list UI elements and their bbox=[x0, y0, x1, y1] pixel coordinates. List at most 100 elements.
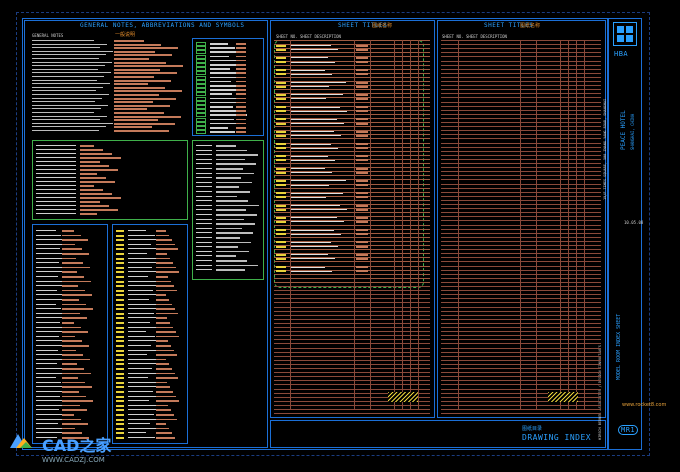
legend-text bbox=[216, 172, 254, 175]
grid-row bbox=[274, 101, 430, 103]
sheet-desc bbox=[290, 184, 329, 186]
grid-row bbox=[274, 60, 430, 62]
code-left-cn bbox=[62, 248, 82, 250]
grid-row bbox=[274, 48, 430, 50]
legend-symbol bbox=[196, 204, 212, 206]
grid-row-2 bbox=[441, 396, 601, 398]
legend-text bbox=[216, 232, 253, 234]
grid-row bbox=[274, 376, 430, 378]
legend-text bbox=[216, 177, 241, 179]
sheet-no-tag bbox=[276, 184, 286, 186]
legend-symbol bbox=[196, 158, 212, 160]
code-right-cn bbox=[156, 299, 169, 301]
symbol-cn bbox=[236, 80, 246, 83]
code-right-tag bbox=[116, 230, 124, 232]
drawing-index-cn: 图纸目录 bbox=[522, 426, 543, 432]
sheet-no-tag bbox=[276, 233, 286, 236]
code-right-cn bbox=[156, 432, 172, 434]
grid-row-2 bbox=[441, 195, 601, 197]
symbol-label bbox=[210, 122, 241, 125]
legend-symbol bbox=[196, 191, 212, 192]
symbol-label bbox=[210, 93, 232, 95]
code-right bbox=[128, 276, 148, 277]
code-right-cn bbox=[156, 294, 166, 296]
symbols-legend-panel bbox=[192, 140, 264, 280]
sheet-desc bbox=[290, 69, 325, 71]
grid-row bbox=[274, 236, 430, 238]
sheet-no-tag bbox=[276, 167, 286, 170]
code-left bbox=[36, 234, 61, 236]
code-right bbox=[128, 358, 156, 360]
code-right bbox=[128, 395, 162, 397]
grid-row bbox=[274, 216, 430, 218]
legend-text bbox=[216, 241, 251, 244]
code-left-cn bbox=[62, 381, 85, 384]
grid-row bbox=[274, 97, 430, 99]
sheet-no-tag bbox=[276, 241, 286, 244]
note-line bbox=[32, 43, 107, 45]
sheet-no-tag bbox=[276, 208, 286, 211]
sheet-no-tag bbox=[276, 81, 286, 84]
code-left-cn bbox=[62, 253, 89, 255]
sheet-cn bbox=[356, 229, 368, 232]
code-left-cn bbox=[62, 243, 75, 246]
legend-symbol bbox=[196, 241, 212, 243]
sheet-no-tag bbox=[276, 192, 286, 195]
stamp-2 bbox=[548, 392, 578, 402]
code-left bbox=[36, 280, 63, 282]
note-line bbox=[32, 115, 107, 117]
sheet-titles-panel-1 bbox=[270, 20, 435, 418]
grid-row-2 bbox=[441, 52, 601, 54]
grid-row bbox=[274, 249, 430, 251]
sheet-cn bbox=[356, 93, 368, 96]
code-right-tag bbox=[116, 377, 124, 380]
grid-row bbox=[274, 400, 430, 402]
grid-row bbox=[274, 290, 430, 292]
code-right-tag bbox=[116, 423, 124, 426]
code-left-cn bbox=[62, 303, 86, 306]
code-right-cn bbox=[156, 358, 166, 361]
abbr-cn bbox=[80, 177, 106, 179]
grid-row bbox=[274, 142, 430, 144]
code-left bbox=[36, 276, 58, 277]
general-notes-panel bbox=[24, 20, 268, 448]
legend-symbol bbox=[196, 168, 212, 169]
code-right bbox=[128, 230, 146, 231]
code-left bbox=[36, 253, 65, 254]
grid-row bbox=[274, 105, 430, 107]
grid-col-2 bbox=[520, 40, 521, 410]
code-right-cn bbox=[156, 308, 175, 310]
note-line bbox=[32, 97, 102, 99]
code-left-cn bbox=[62, 400, 93, 402]
code-left bbox=[36, 345, 69, 346]
symbol-swatch bbox=[196, 79, 206, 84]
code-right bbox=[128, 368, 152, 369]
code-right-tag bbox=[116, 414, 124, 416]
grid-row bbox=[274, 273, 430, 275]
abbr-line bbox=[36, 213, 76, 214]
grid-row bbox=[274, 331, 430, 333]
code-right bbox=[128, 303, 158, 305]
sheet-no-header-2: SHEET NO. bbox=[442, 34, 464, 39]
grid-row-2 bbox=[441, 310, 601, 312]
code-left-cn bbox=[62, 266, 90, 269]
grid-row bbox=[274, 318, 430, 320]
code-left-cn bbox=[62, 280, 91, 283]
sheet-cn bbox=[356, 257, 368, 260]
symbol-label bbox=[210, 59, 236, 62]
sheet-cn bbox=[356, 196, 368, 199]
symbols-top-panel bbox=[192, 38, 264, 136]
code-left-cn bbox=[62, 391, 79, 393]
note-highlight bbox=[114, 130, 169, 132]
sheet-no-tag bbox=[276, 44, 286, 47]
sheet-desc bbox=[290, 94, 343, 96]
code-right bbox=[128, 280, 157, 282]
sheet-cn bbox=[356, 192, 368, 195]
code-left-cn bbox=[62, 409, 87, 411]
code-right-tag bbox=[116, 312, 124, 315]
abbr-cn bbox=[80, 161, 100, 163]
code-left bbox=[36, 243, 71, 245]
legend-text bbox=[216, 264, 258, 267]
note-line bbox=[32, 61, 112, 63]
grid-row-2 bbox=[441, 261, 601, 263]
